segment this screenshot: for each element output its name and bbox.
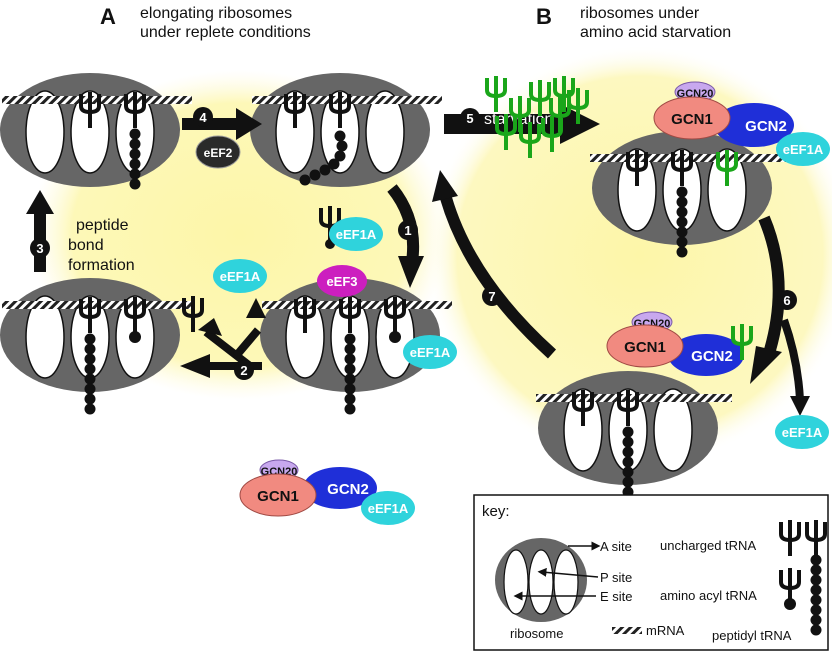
panel-a-letter: A [100,4,116,29]
gcn2-label-b-top: GCN2 [745,118,787,135]
peptide-chain [129,128,141,190]
eef2-protein [195,135,241,169]
eef1a-label-b-top: eEF1A [783,142,824,157]
step-3-text-3: formation [68,257,135,274]
mrna-strand [536,394,732,402]
step-2-badge [234,360,254,380]
peptide-chain [299,130,348,186]
step-7-number: 7 [488,289,495,304]
arrow-step-2-head [198,318,222,336]
peptide-chain [344,333,356,415]
eef1a-label-gcn: eEF1A [368,501,409,516]
step-2-number: 2 [240,363,247,378]
panel-b-title-1: ribosomes under [580,5,700,22]
gcn-complex-b-bottom: GCN2 GCN20 GCN1 [606,311,753,376]
eef3-protein [317,265,367,297]
key-uncharged-label: uncharged tRNA [660,538,756,553]
step-7-badge [482,286,502,306]
step-3-text-2: bond [68,237,104,254]
arrow-step-2-up-head [246,298,266,318]
eef2-label: eEF2 [204,146,233,160]
key-p-site: P site [600,570,632,585]
key-mrna-swatch [612,627,642,634]
panel-a-title-2: under replete conditions [140,24,311,41]
gcn1-label-free: GCN1 [257,488,299,505]
gcn2-label-free: GCN2 [327,481,369,498]
gcn1-label-b-top: GCN1 [671,111,713,128]
key-peptidyl-label: peptidyl tRNA [712,628,792,643]
arrow-step-1-head [398,256,424,288]
arrow-step-3-head [26,190,54,214]
eef1a-label-free: eEF1A [220,269,261,284]
arrow-step-2-up [232,327,262,359]
peptide-chain [676,186,688,258]
step-1-badge [398,220,418,240]
step-1-number: 1 [404,223,411,238]
arrow-step-6-branch [780,318,804,401]
key-mrna-label: mRNA [646,623,685,638]
key-peptidyl-chain [810,554,822,636]
key-aminoacyl-label: amino acyl tRNA [660,588,757,603]
arrow-step-6-branch-head [790,396,810,416]
panel-a-title-1: elongating ribosomes [140,5,292,22]
gcn-complex-free: GCN2 GCN20 GCN1 eEF1A [239,459,415,525]
step-6-badge [777,290,797,310]
key-e-site: E site [600,589,633,604]
arrow-step-6 [758,215,785,352]
ribosome-top-middle [249,72,442,188]
arrow-step-4 [182,108,262,140]
ribosome-bottom-left [0,277,192,415]
key-ribosome-label: ribosome [510,626,563,641]
eef1a-label-bound: eEF1A [410,345,451,360]
arrow-step-7-head [432,170,458,202]
gcn-complex-b-top: GCN2 GCN20 GCN1 eEF1A [653,81,830,166]
step-5-badge [460,108,480,128]
eef1a-protein-step1 [329,217,383,251]
key-a-site: A site [600,539,632,554]
eef1a-label-step1: eEF1A [336,227,377,242]
panel-b-letter: B [536,4,552,29]
eef3-label: eEF3 [326,274,357,289]
step-6-number: 6 [783,293,790,308]
eef1a-protein-free [213,259,267,293]
mrna-strand [590,154,786,162]
arrow-step-7 [440,196,557,359]
arrow-step-6-head [750,346,782,384]
step-3-badge [30,238,50,258]
key-ribosome [495,538,587,622]
ribosome-b-top [590,130,786,258]
ribosome-top-left [0,72,192,190]
eef1a-protein-released [775,415,829,449]
key-box: key: A site P site E site ribosome mRNA … [473,494,829,651]
ribosome-bottom-middle [259,277,452,415]
peptide-chain [84,333,96,415]
step-4-badge [193,107,213,127]
gcn1-label-b-bottom: GCN1 [624,339,666,356]
arrow-step-2-left [180,354,262,378]
step-3-text-1: peptide [76,217,129,234]
gcn2-label-b-bottom: GCN2 [691,348,733,365]
panel-b-title-2: amino acid starvation [580,24,731,41]
key-title: key: [482,503,510,520]
step-4-number: 4 [199,110,207,125]
step-5-number: 5 [466,111,473,126]
eef1a-protein-bound [403,335,457,369]
step-3-number: 3 [36,241,43,256]
eef1a-label-released: eEF1A [782,425,823,440]
